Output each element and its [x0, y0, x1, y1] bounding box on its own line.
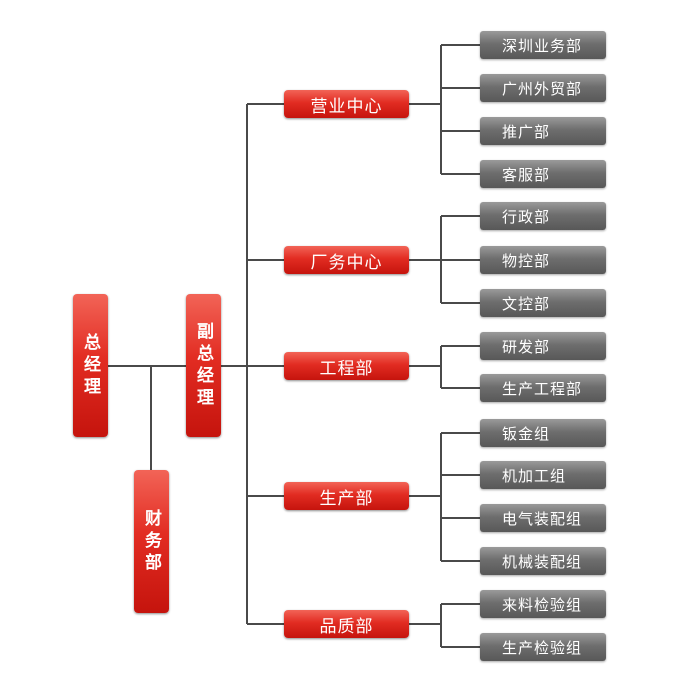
node-dept-0-1: 广州外贸部: [480, 74, 606, 102]
node-dept-0-2: 推广部: [480, 117, 606, 145]
node-center-4: 品质部: [284, 610, 409, 638]
node-dept-1-2: 文控部: [480, 289, 606, 317]
node-dept-0-0: 深圳业务部: [480, 31, 606, 59]
node-general-manager: 总经理: [73, 294, 108, 437]
node-center-3: 生产部: [284, 482, 409, 510]
node-center-label: 工程部: [319, 358, 374, 379]
node-center-label: 营业中心: [310, 96, 383, 117]
node-dept-label: 行政部: [502, 207, 551, 226]
node-dept-label: 来料检验组: [502, 595, 583, 614]
node-dept-label: 机械装配组: [502, 552, 583, 571]
node-dept-label: 机加工组: [502, 466, 567, 485]
node-dept-label: 物控部: [502, 251, 551, 270]
node-center-label: 厂务中心: [310, 252, 383, 273]
node-dept-2-1: 生产工程部: [480, 374, 606, 402]
node-center-1: 厂务中心: [284, 246, 409, 274]
node-dept-4-1: 生产检验组: [480, 633, 606, 661]
node-finance-dept: 财务部: [134, 470, 169, 613]
node-deputy-general-manager: 副总经理: [186, 294, 221, 437]
node-dept-label: 广州外贸部: [502, 79, 583, 98]
node-dept-label: 电气装配组: [502, 509, 583, 528]
node-center-2: 工程部: [284, 352, 409, 380]
node-general-manager-label: 总经理: [80, 332, 100, 399]
node-center-label: 品质部: [319, 616, 374, 637]
node-dept-4-0: 来料检验组: [480, 590, 606, 618]
node-center-label: 生产部: [319, 488, 374, 509]
node-dept-3-3: 机械装配组: [480, 547, 606, 575]
node-dept-3-1: 机加工组: [480, 461, 606, 489]
node-finance-dept-label: 财务部: [141, 508, 161, 575]
node-dept-2-0: 研发部: [480, 332, 606, 360]
node-deputy-general-manager-label: 副总经理: [193, 321, 213, 410]
node-dept-label: 研发部: [502, 337, 551, 356]
node-dept-label: 客服部: [502, 165, 551, 184]
node-dept-3-0: 钣金组: [480, 419, 606, 447]
node-dept-label: 文控部: [502, 294, 551, 313]
node-dept-label: 钣金组: [502, 424, 551, 443]
node-dept-label: 生产工程部: [502, 379, 583, 398]
node-center-0: 营业中心: [284, 90, 409, 118]
node-dept-label: 深圳业务部: [502, 36, 583, 55]
node-dept-1-0: 行政部: [480, 202, 606, 230]
node-dept-label: 生产检验组: [502, 638, 583, 657]
node-dept-label: 推广部: [502, 122, 551, 141]
node-dept-3-2: 电气装配组: [480, 504, 606, 532]
node-dept-0-3: 客服部: [480, 160, 606, 188]
node-dept-1-1: 物控部: [480, 246, 606, 274]
